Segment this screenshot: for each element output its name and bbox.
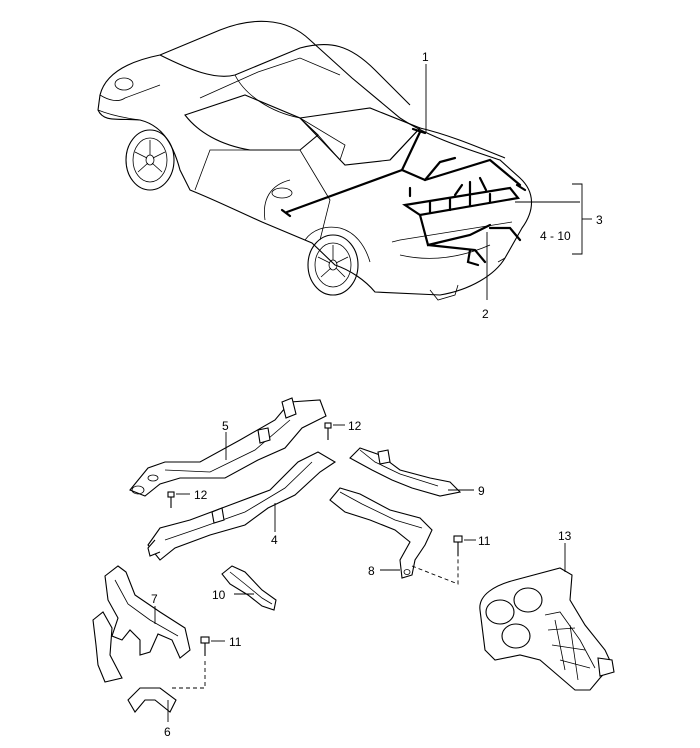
callout-11-right: 11 [478,534,491,548]
wiring-harness-illustration [280,127,527,267]
callout-8: 8 [368,564,375,578]
callout-3: 3 [596,213,603,227]
callout-12-upper: 12 [348,419,362,433]
callout-6: 6 [164,725,171,739]
part-13-cover: 13 [479,529,615,691]
callout-4: 4 [271,533,278,547]
part-6-bracket: 6 [92,611,206,739]
callout-7: 7 [151,592,158,606]
car-callouts: 1 2 3 4 - 10 [422,50,603,321]
callout-10: 10 [212,588,226,602]
callout-1: 1 [422,50,429,64]
part-4-bracket: 4 [147,451,337,561]
part-9-bracket: 9 [349,447,485,498]
screw-12-lower: 12 [167,488,208,508]
part-10-clip: 10 [212,565,277,611]
callout-2: 2 [482,307,489,321]
callout-12-lower: 12 [194,488,208,502]
callout-11-left: 11 [229,635,242,649]
screw-11-left: 11 [200,635,242,656]
screw-11-right: 11 [453,534,491,556]
callout-4-10: 4 - 10 [540,229,571,243]
screw-12-upper: 12 [324,419,362,440]
part-5-bracket: 5 [129,397,327,497]
part-7-bracket: 7 [104,565,191,659]
part-8-bracket: 8 [329,487,459,585]
callout-13: 13 [558,529,572,543]
callout-9: 9 [478,484,485,498]
car-illustration [97,20,533,301]
callout-5: 5 [222,419,229,433]
